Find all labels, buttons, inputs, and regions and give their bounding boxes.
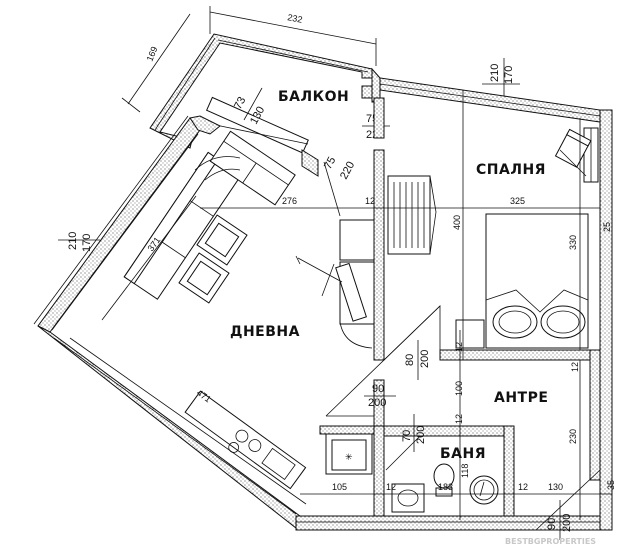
dim-200-d: 200	[561, 514, 573, 532]
interior-walls	[319, 97, 601, 517]
dimension-line	[127, 13, 191, 105]
dim-230: 230	[568, 429, 578, 444]
dim-210-left: 210	[67, 232, 79, 250]
dim-130: 130	[548, 482, 563, 492]
room-label-hall: АНТРЕ	[494, 390, 548, 406]
doors: 80 200 90 200 70 200 90 200	[325, 305, 601, 540]
bedroom-furniture	[387, 128, 592, 349]
dim-35: 35	[606, 480, 616, 490]
dimension-annotations: 276 12 325 400 330 25 210 170 210 170 37…	[58, 58, 616, 520]
dim-90-b: 90	[546, 518, 558, 530]
dim-330: 330	[568, 235, 578, 250]
dim-80: 80	[404, 354, 416, 366]
bath-furniture	[391, 463, 499, 513]
dim-183: 183	[438, 482, 453, 492]
room-label-bedroom: СПАЛНЯ	[476, 162, 546, 178]
balcony-area: 232 169 73 130 БАЛКОН 75 220 75 220	[121, 6, 390, 217]
dim-25: 25	[602, 222, 612, 232]
room-label-living: ДНЕВНА	[230, 324, 300, 340]
room-label-bath: БАНЯ	[440, 446, 486, 462]
living-furniture: ✳	[123, 130, 375, 490]
dim-220-b: 220	[338, 160, 357, 182]
dim-169: 169	[145, 45, 160, 63]
dim-200-b: 200	[368, 397, 386, 409]
dim-210-right: 210	[489, 64, 501, 82]
dim-12-d: 12	[570, 362, 580, 372]
dim-170-left: 170	[81, 234, 93, 252]
outer-walls	[33, 77, 613, 531]
dim-73: 73	[232, 95, 248, 111]
dim-12-a: 12	[365, 196, 375, 206]
dim-70: 70	[401, 430, 413, 442]
dim-75-b: 75	[322, 155, 338, 171]
dim-170-right: 170	[503, 66, 515, 84]
room-label-balcony: БАЛКОН	[278, 89, 349, 105]
dim-200-a: 200	[419, 350, 431, 368]
dim-232: 232	[287, 12, 304, 25]
dim-12-f: 12	[518, 482, 528, 492]
dim-325: 325	[510, 196, 525, 206]
dim-12-e: 12	[386, 482, 396, 492]
washer-star-icon: ✳	[345, 452, 353, 462]
dim-276: 276	[282, 196, 297, 206]
dim-90: 90	[372, 383, 384, 395]
dim-100: 100	[454, 381, 464, 396]
dim-12-c: 12	[454, 414, 464, 424]
dim-12-b: 12	[454, 342, 464, 352]
dim-118: 118	[460, 464, 470, 478]
watermark-text: BESTBGPROPERTIES	[505, 537, 596, 546]
dim-400: 400	[452, 215, 462, 230]
dimension-line	[209, 11, 377, 45]
dim-105: 105	[332, 482, 347, 492]
dim-200-c: 200	[415, 426, 427, 444]
